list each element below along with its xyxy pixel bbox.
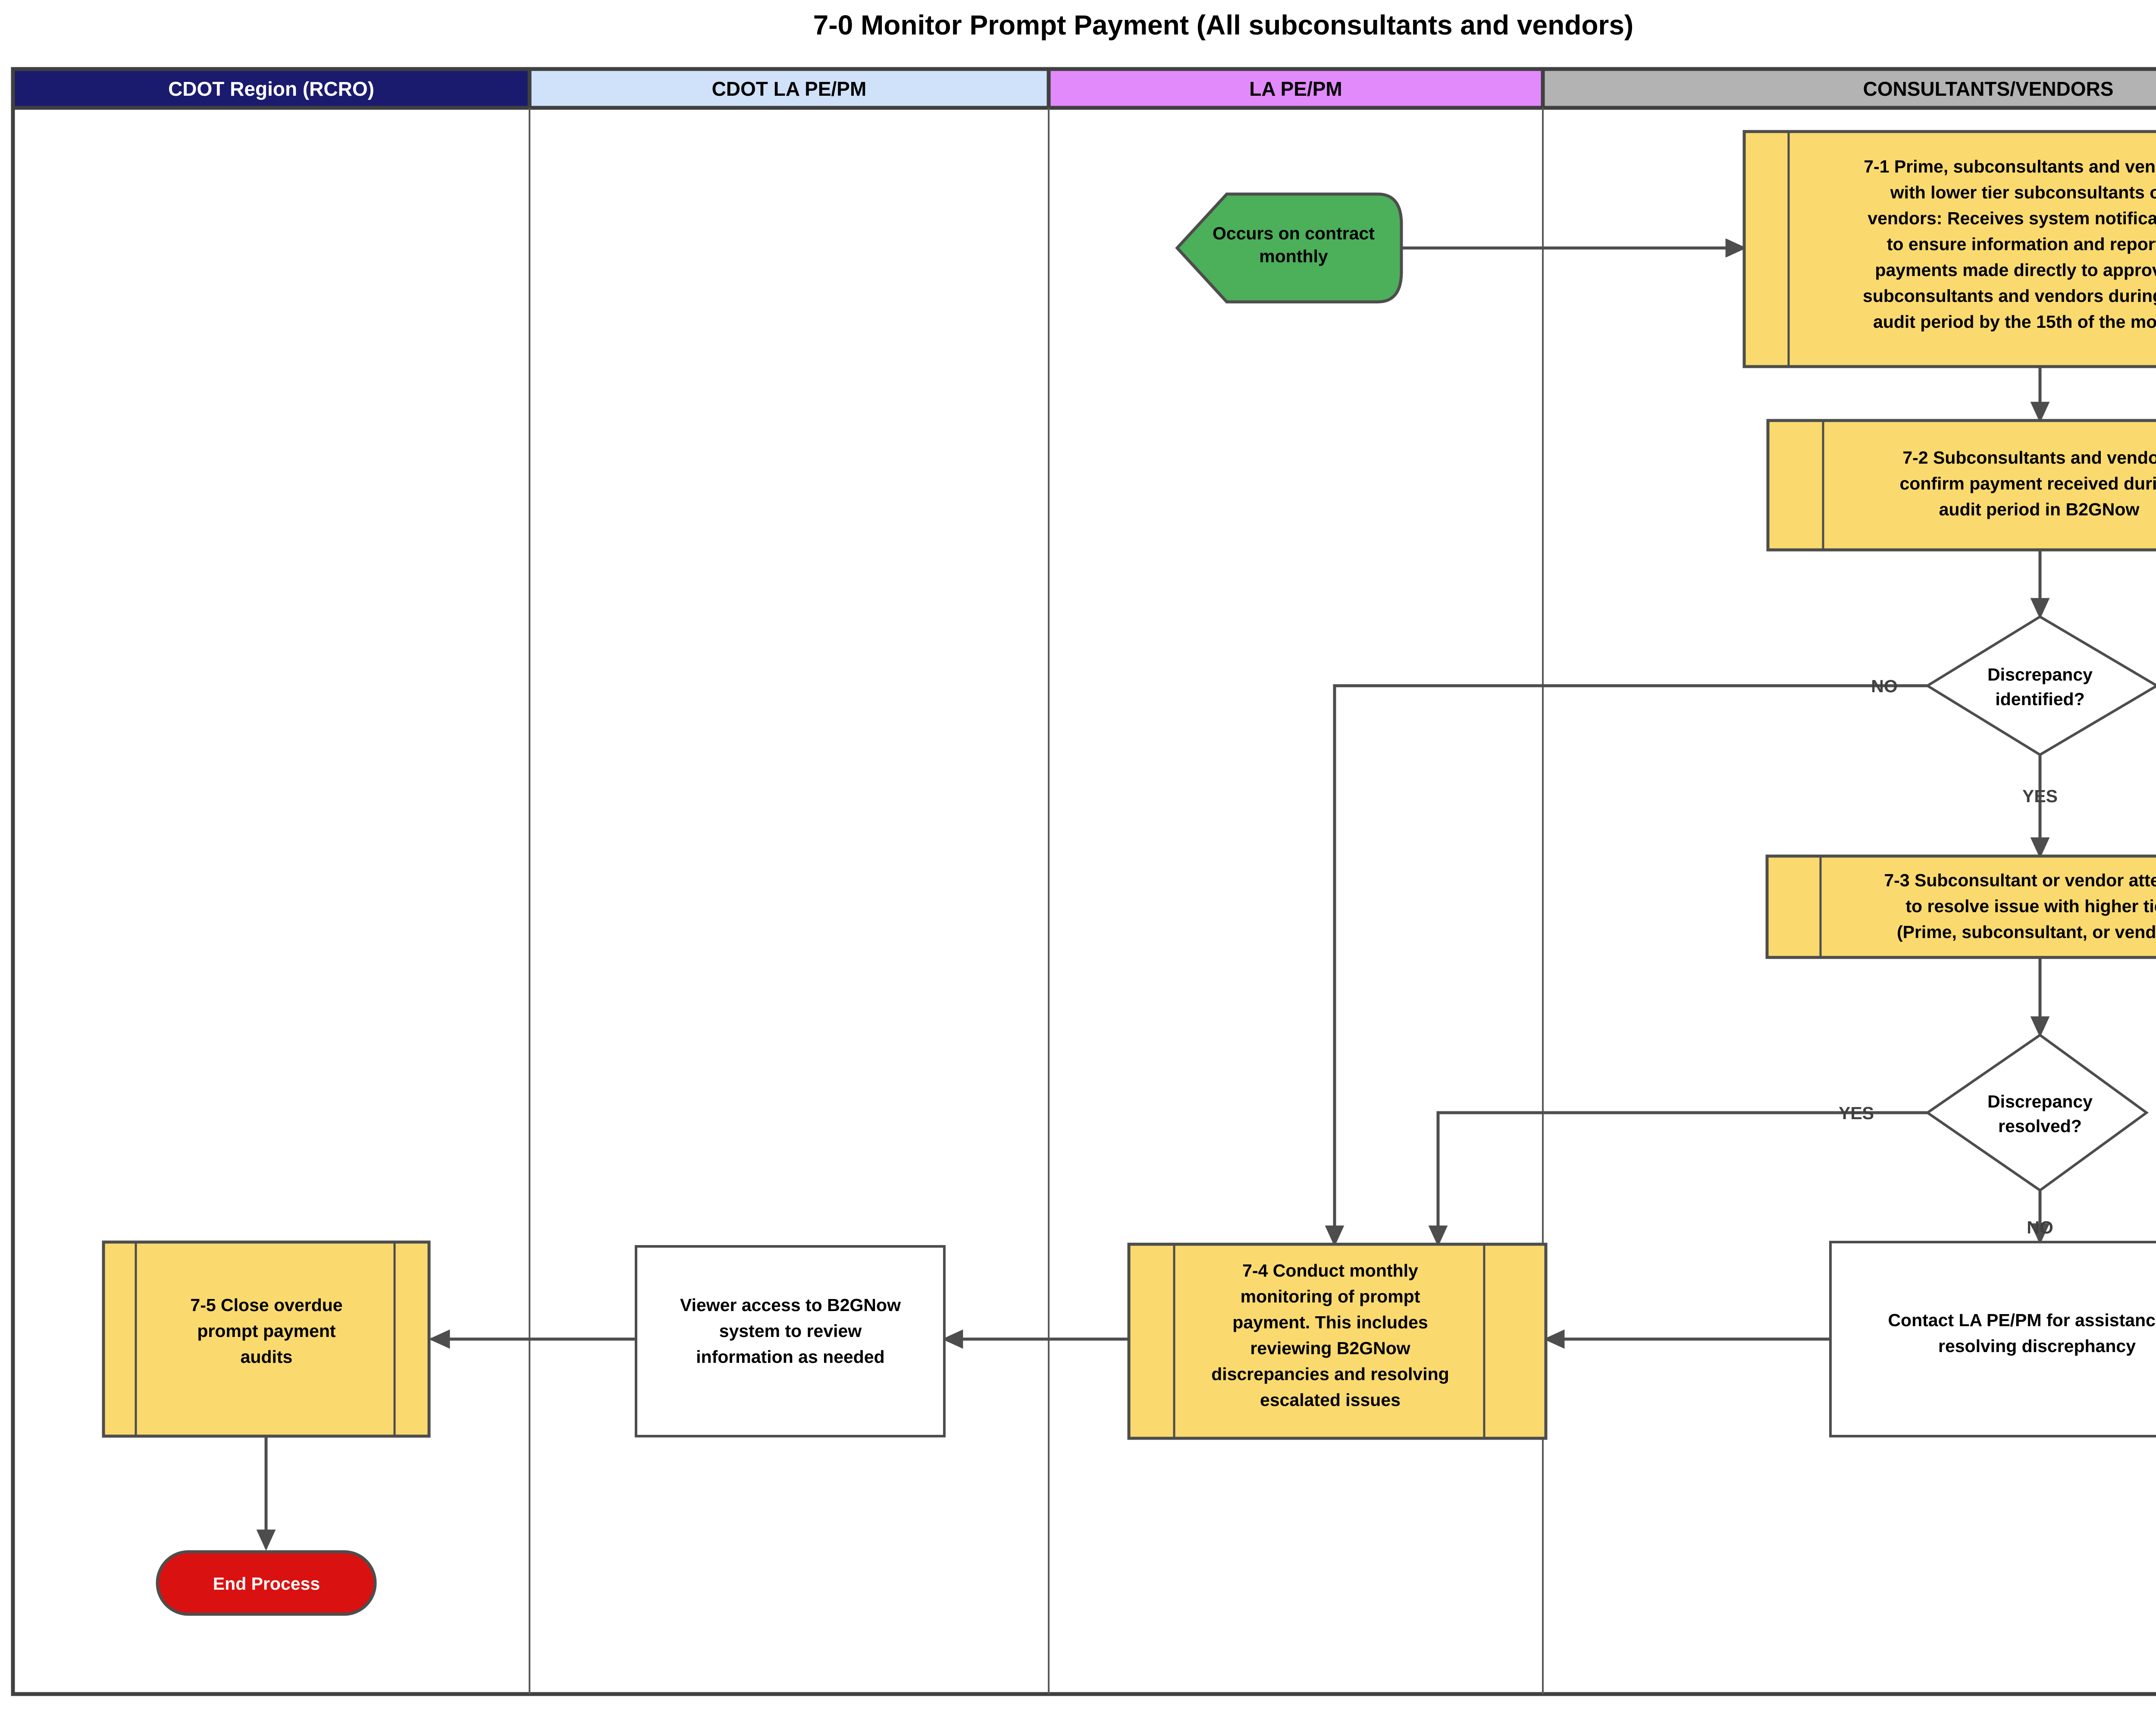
step-7-4-line-5: discrepancies and resolving <box>1211 1364 1449 1384</box>
start-pentagon-shape <box>1175 192 1403 304</box>
contact-la-pepm-line-1: Contact LA PE/PM for assistance in <box>1888 1310 2156 1330</box>
end-process-shape <box>156 1550 377 1616</box>
step-7-3-line-2: to resolve issue with higher tier <box>1905 896 2156 916</box>
decision-1-yes-label: YES <box>2022 786 2058 806</box>
contact-la-pepm-node[interactable]: Contact LA PE/PM for assistance in resol… <box>1829 1241 2156 1437</box>
connector-decision-1-no-to-7-4 <box>1325 684 1927 1247</box>
step-7-1-line-5: payments made directly to approved <box>1875 260 2156 280</box>
lane-header-row: CDOT Region (RCRO) CDOT LA PE/PM LA PE/P… <box>11 67 2156 110</box>
contact-la-pepm-shape <box>1829 1241 2156 1437</box>
step-7-1-line-6: subconsultants and vendors during the <box>1863 286 2156 306</box>
step-7-1-line-1: 7-1 Prime, subconsultants and vendors <box>1864 157 2156 176</box>
step-7-1-node[interactable]: 7-1 Prime, subconsultants and vendors wi… <box>1742 130 2156 368</box>
connector-decision-2-yes-to-7-4 <box>1428 1111 1927 1247</box>
step-7-5-line-1: 7-5 Close overdue <box>190 1295 342 1315</box>
lane-header-label-1: CDOT Region (RCRO) <box>168 78 374 100</box>
lane-header-label-4: CONSULTANTS/VENDORS <box>1863 78 2114 100</box>
viewer-access-shape <box>635 1245 946 1437</box>
lane-body-outline <box>11 106 2156 1696</box>
step-7-1-shape <box>1742 130 2156 368</box>
decision-2-line-2: resolved? <box>1998 1116 2082 1136</box>
step-7-4-line-3: payment. This includes <box>1232 1312 1428 1332</box>
step-7-5-line-3: audits <box>241 1347 293 1367</box>
step-7-4-line-1: 7-4 Conduct monthly <box>1242 1261 1418 1280</box>
step-7-4-node[interactable]: 7-4 Conduct monthly monitoring of prompt… <box>1127 1242 1548 1440</box>
lane-header-label-2: CDOT LA PE/PM <box>712 78 867 100</box>
connectors <box>256 238 2050 1551</box>
lane-header-consultants <box>1541 67 2156 110</box>
end-process-node[interactable]: End Process <box>156 1550 377 1616</box>
step-7-3-line-1: 7-3 Subconsultant or vendor attempt <box>1884 870 2156 890</box>
step-7-3-shape <box>1765 854 2156 959</box>
step-7-2-line-2: confirm payment received during <box>1899 474 2156 493</box>
step-7-4-shape <box>1127 1242 1548 1440</box>
step-7-5-line-2: prompt payment <box>197 1321 336 1341</box>
page-title: 7-0 Monitor Prompt Payment (All subconsu… <box>813 9 1633 41</box>
decision-1-line-2: identified? <box>1995 689 2084 709</box>
end-process-label: End Process <box>213 1574 320 1594</box>
decision-1-no-label: NO <box>1871 676 1898 696</box>
decision-1-line-1: Discrepancy <box>1987 665 2093 684</box>
step-7-1-line-4: to ensure information and reports <box>1887 234 2156 254</box>
viewer-access-node[interactable]: Viewer access to B2GNow system to review… <box>635 1245 946 1437</box>
step-7-1-line-7: audit period by the 15th of the month <box>1873 312 2156 332</box>
decision-2-no-label: NO <box>2027 1217 2053 1237</box>
decision-2-shape <box>1925 1033 2149 1192</box>
step-7-2-line-1: 7-2 Subconsultants and vendors <box>1902 448 2156 468</box>
lane-header-label-3: LA PE/PM <box>1249 78 1342 100</box>
step-7-3-node[interactable]: 7-3 Subconsultant or vendor attempt to r… <box>1765 854 2156 959</box>
viewer-access-line-3: information as needed <box>696 1347 884 1367</box>
contact-la-pepm-line-2: resolving discrephancy <box>1938 1336 2136 1356</box>
step-7-2-shape <box>1766 419 2156 552</box>
step-7-4-line-4: reviewing B2GNow <box>1250 1338 1410 1358</box>
decision-1-shape <box>1925 615 2156 756</box>
step-7-3-line-3: (Prime, subconsultant, or vendor) <box>1897 922 2156 942</box>
viewer-access-line-2: system to review <box>719 1321 862 1341</box>
step-7-4-line-6: escalated issues <box>1260 1390 1401 1410</box>
step-7-1-line-2: with lower tier subconsultants or <box>1890 182 2156 202</box>
decision-discrepancy-identified-node[interactable]: Discrepancy identified? NO YES <box>1871 615 2156 806</box>
decision-2-yes-label: YES <box>1839 1103 1874 1123</box>
viewer-access-line-1: Viewer access to B2GNow <box>680 1295 901 1315</box>
start-trigger-node[interactable]: Occurs on contract monthly <box>1175 192 1403 304</box>
step-7-5-node[interactable]: 7-5 Close overdue prompt payment audits <box>102 1240 431 1438</box>
step-7-2-node[interactable]: 7-2 Subconsultants and vendors confirm p… <box>1766 419 2156 552</box>
step-7-2-line-3: audit period in B2GNow <box>1939 499 2140 519</box>
start-trigger-line-1: Occurs on contract <box>1213 223 1375 243</box>
start-trigger-line-2: monthly <box>1259 246 1328 266</box>
step-7-4-line-2: monitoring of prompt <box>1241 1286 1420 1306</box>
step-7-5-shape <box>102 1240 431 1438</box>
step-7-1-line-3: vendors: Receives system notification <box>1868 208 2156 228</box>
decision-2-line-1: Discrepancy <box>1987 1092 2093 1111</box>
decision-discrepancy-resolved-node[interactable]: Discrepancy resolved? YES NO <box>1839 1033 2149 1237</box>
